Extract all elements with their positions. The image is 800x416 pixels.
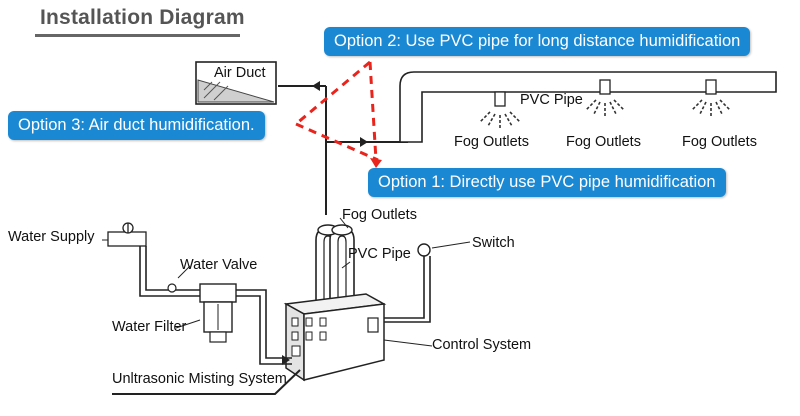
control-system-label: Control System [432, 337, 532, 353]
misting-machine [283, 293, 387, 382]
pvc-pipe-leader [341, 261, 351, 269]
option-1-callout: Option 1: Directly use PVC pipe humidifi… [368, 168, 726, 197]
fog-outlets-label-3: Fog Outlets [682, 134, 757, 150]
control-system-leader [383, 339, 433, 347]
water-filter-label: Water Filter [112, 319, 187, 335]
option-2-callout: Option 2: Use PVC pipe for long distance… [324, 27, 751, 56]
air-duct-label: Air Duct [214, 65, 266, 81]
pvc-pipe-machine-label: PVC Pipe [348, 246, 411, 262]
diagram-title: Installation Diagram [40, 6, 245, 29]
fog-outlets-label-2: Fog Outlets [566, 134, 641, 150]
fog-outlet-1 [479, 91, 521, 128]
water-supply-line [102, 222, 200, 297]
options-dashed-triangle [295, 60, 382, 168]
switch-label: Switch [472, 235, 515, 251]
misting-system-leader [112, 369, 301, 395]
title-underline [35, 34, 240, 37]
water-filter [175, 283, 292, 365]
pvc-pipe-top-label: PVC Pipe [520, 92, 583, 108]
fog-outlet-2 [585, 79, 625, 116]
machine-fog-pipes [315, 224, 355, 305]
water-valve-label: Water Valve [180, 257, 258, 273]
fog-outlets-label-1: Fog Outlets [454, 134, 529, 150]
fog-outlet-3 [691, 79, 731, 116]
fog-outlets-machine-label: Fog Outlets [342, 207, 417, 223]
water-supply-label: Water Supply [8, 229, 95, 245]
misting-system-label: Unltrasonic Misting System [112, 371, 287, 387]
air-duct-box [195, 61, 277, 105]
option-3-callout: Option 3: Air duct humidification. [8, 111, 265, 140]
long-pvc-pipe [399, 71, 777, 143]
switch-and-cable [384, 241, 471, 323]
fog-outlets-leader [339, 217, 349, 229]
